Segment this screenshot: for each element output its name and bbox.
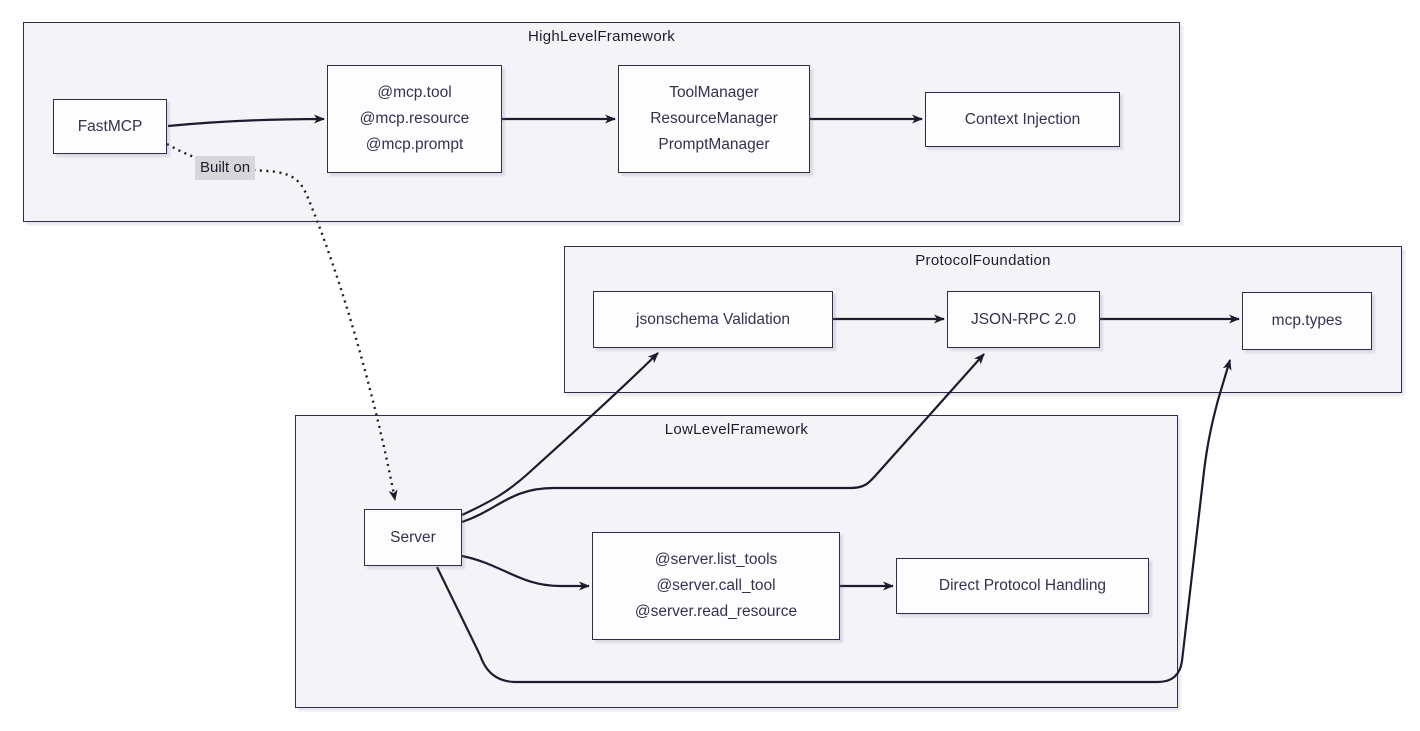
node-jsonschema-validation: jsonschema Validation — [593, 291, 833, 348]
node-label-line: @mcp.tool — [377, 84, 452, 101]
node-label-line: ToolManager — [669, 84, 759, 101]
node-label: Context Injection — [964, 110, 1081, 128]
node-label: mcp.types — [1271, 312, 1343, 329]
node-server: Server — [364, 509, 462, 566]
node-label: Direct Protocol Handling — [938, 577, 1107, 594]
node-label-line: @mcp.prompt — [365, 136, 464, 153]
node-direct-protocol-handling: Direct Protocol Handling — [896, 558, 1149, 614]
node-fastmcp: FastMCP — [53, 99, 167, 154]
node-label-line: @server.call_tool — [656, 577, 776, 594]
node-managers: ToolManager ResourceManager PromptManage… — [618, 65, 810, 173]
node-label-line: PromptManager — [658, 136, 770, 153]
cluster-title-low-level-framework: LowLevelFramework — [664, 421, 809, 438]
node-label: jsonschema Validation — [636, 310, 790, 328]
node-context-injection: Context Injection — [925, 92, 1120, 147]
edge-label-built-on: Built on — [195, 156, 256, 180]
node-label-line: @mcp.resource — [359, 110, 470, 127]
node-label-line: ResourceManager — [650, 110, 778, 127]
node-mcp-types: mcp.types — [1242, 292, 1372, 350]
node-label-line: @server.list_tools — [654, 551, 778, 568]
node-json-rpc: JSON-RPC 2.0 — [947, 291, 1100, 348]
node-label: JSON-RPC 2.0 — [970, 310, 1077, 328]
node-mcp-decorators: @mcp.tool @mcp.resource @mcp.prompt — [327, 65, 502, 173]
cluster-title-protocol-foundation: ProtocolFoundation — [915, 252, 1051, 269]
node-label-line: @server.read_resource — [634, 603, 798, 620]
cluster-title-high-level-framework: HighLevelFramework — [527, 28, 676, 45]
node-label: FastMCP — [77, 117, 143, 135]
node-server-decorators: @server.list_tools @server.call_tool @se… — [592, 532, 840, 640]
node-label: Server — [390, 528, 436, 546]
